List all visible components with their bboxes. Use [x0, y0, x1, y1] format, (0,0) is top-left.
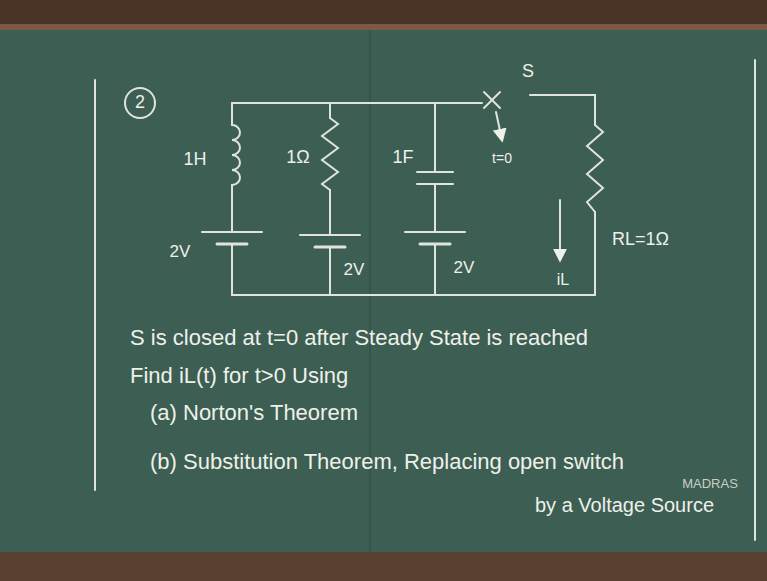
battery-symbol: [300, 234, 360, 236]
wire: [231, 185, 233, 232]
bottom-frame: [0, 552, 767, 581]
source-value: 2V: [170, 242, 191, 262]
watermark: MADRAS: [682, 476, 738, 492]
number-circle: [125, 88, 155, 118]
callout-number: 2: [135, 92, 145, 114]
wire: [329, 103, 331, 118]
wire: [594, 212, 596, 295]
capacitor-symbol: [417, 171, 453, 173]
problem-text: (a) Norton's Theorem: [150, 400, 358, 426]
problem-text: Find iL(t) for t>0 Using: [130, 363, 348, 389]
top-ledge: [0, 24, 767, 30]
inductor-symbol: [232, 125, 240, 185]
wire: [232, 294, 595, 296]
resistor-symbol: [322, 118, 338, 190]
battery-symbol: [405, 231, 465, 233]
margin-line: [754, 60, 756, 540]
wire: [530, 95, 595, 125]
wire: [329, 247, 331, 295]
problem-text: S is closed at t=0 after Steady State is…: [130, 325, 588, 351]
switch-time: t=0: [492, 150, 512, 167]
wire: [232, 102, 482, 104]
wire: [329, 190, 331, 235]
component-value: 1F: [392, 147, 413, 169]
switch-symbol: [484, 92, 500, 108]
current-name: iL: [557, 270, 569, 289]
problem-text: by a Voltage Source: [535, 493, 714, 517]
switch-arrow: [496, 112, 502, 140]
component-value: 1Ω: [286, 147, 309, 169]
wire: [434, 103, 436, 172]
battery-symbol: [202, 231, 262, 233]
top-frame: [0, 0, 767, 24]
component-value: 1H: [183, 149, 206, 171]
wire: [231, 103, 233, 125]
source-value: 2V: [454, 258, 475, 278]
switch-name: S: [522, 61, 534, 83]
problem-text: (b) Substitution Theorem, Replacing open…: [150, 449, 624, 475]
source-value: 2V: [344, 260, 365, 280]
wire: [434, 184, 436, 232]
resistor-symbol: [587, 125, 603, 212]
switch-symbol: [484, 92, 500, 108]
current-arrow: [559, 200, 561, 260]
wire: [434, 244, 436, 295]
component-value: RL=1Ω: [612, 229, 669, 251]
margin-line: [94, 80, 96, 490]
wire: [231, 244, 233, 295]
